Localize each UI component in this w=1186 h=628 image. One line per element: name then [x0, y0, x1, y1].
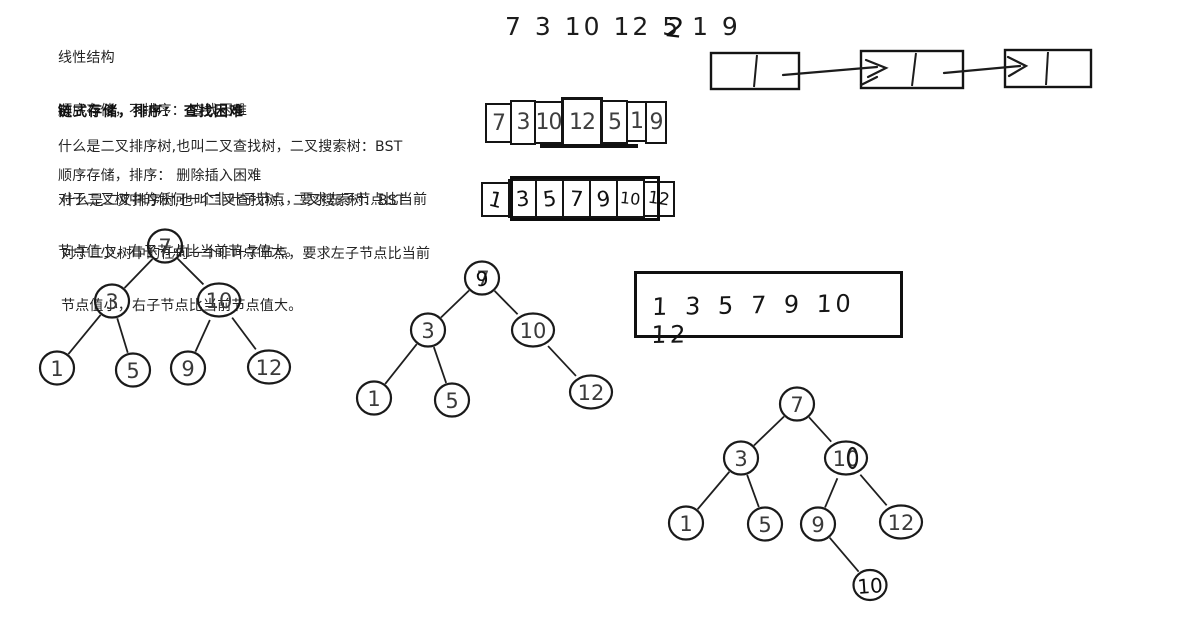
node-label: 9: [475, 267, 489, 292]
bst-after-delete-7-node-1: 1: [355, 380, 393, 416]
array-cell: 1: [481, 182, 510, 217]
bst-after-delete-7-node-12: 12: [568, 374, 614, 410]
node-label: 1: [679, 512, 692, 536]
linked-list-node-1: [709, 51, 801, 91]
array-cell: 12: [561, 97, 603, 147]
note-line: 节点值小，右子节点比当前节点值大。: [61, 298, 303, 314]
node-label: 10: [520, 319, 547, 343]
bst-delete-10-edge-7-3: [753, 415, 785, 447]
node-divider: [753, 54, 758, 88]
bst-delete-10-edge-3-1: [696, 471, 731, 510]
note-linear-structure: 线性结构 顺序存储，不排序： 查找困难 顺序存储，排序： 删除插入困难: [58, 15, 261, 221]
bst-initial-node-1: 1: [38, 350, 76, 386]
bst-delete-10-edge-10-12: [859, 474, 888, 506]
note-line: 顺序存储，排序： 删除插入困难: [58, 168, 262, 184]
number-sequence: 7 3 10 12 5 1 9: [505, 12, 741, 41]
node-label-overwritten: 7: [476, 267, 489, 291]
node-label: 9: [181, 357, 194, 381]
linked-list-node-2: [859, 49, 965, 90]
note-bst-definition-2: 什么是二叉排序树,也叫二叉查找树，二叉搜索树：BST 对于二叉树中的任何一个非叶…: [61, 158, 430, 351]
bst-delete-10-node-10: 10: [823, 440, 869, 476]
bst-delete-10-edge-7-10: [808, 416, 832, 443]
linked-list-node-3: [1003, 48, 1093, 89]
node-label: 5: [758, 513, 771, 537]
linked-list: [709, 48, 1093, 91]
bst-after-delete-7-edge-9r-10: [493, 290, 519, 315]
node-label: 3: [734, 447, 747, 471]
bst-delete-10-node-5: 5: [746, 506, 784, 542]
bst-initial-node-12: 12: [246, 349, 292, 385]
bst-delete-10-node-9: 9: [799, 506, 837, 542]
note-line: 顺序存储，不排序： 查找困难: [58, 102, 248, 119]
node-label: 7: [790, 393, 803, 417]
note-line: 什么是二叉排序树,也叫二叉查找树，二叉搜索树：BST: [58, 139, 403, 155]
bst-delete-10-node-12: 12: [878, 504, 924, 540]
array-cell: 7: [485, 103, 512, 143]
bst-initial-node-5: 5: [114, 352, 152, 388]
array-cell: 9: [645, 101, 667, 144]
bst-after-delete-7-edge-3-5: [432, 346, 448, 384]
sorted-sequence-text: 1 3 5 7 9 10 12: [650, 289, 855, 350]
bst-delete-10-edge-9-10b: [828, 537, 860, 573]
note-line: 对于二叉树中的任何一个非叶子节点，要求左子节点比当前: [58, 191, 428, 208]
sorted-sequence-box: 1 3 5 7 9 10 12: [634, 271, 903, 349]
bst-initial-node-9: 9: [169, 350, 207, 386]
pointer-arrow-2: [942, 55, 1029, 78]
array-cell: 10: [534, 101, 563, 144]
bst-after-delete-7-edge-9r-3: [440, 289, 470, 319]
node-label: 12: [256, 356, 283, 380]
bst-delete-10-edge-3-5: [746, 474, 760, 508]
bst-after-delete-7-node-9r: 79: [463, 260, 501, 296]
node-label: 9: [811, 513, 824, 537]
node-divider: [911, 52, 917, 87]
bst-delete-10-edge-10-9: [824, 477, 839, 508]
node-label: 10: [857, 573, 884, 599]
node-label: 5: [126, 359, 139, 383]
note-line: 什么是二叉排序树,也叫二叉查找树，二叉搜索树：BST: [61, 193, 406, 209]
node-divider: [1045, 51, 1049, 86]
node-label: 10: [833, 447, 860, 471]
pointer-arrow-1: [781, 58, 889, 87]
bst-after-delete-7-node-10: 10: [510, 312, 556, 348]
array-thick-stroke: [540, 144, 638, 148]
node-label: 12: [578, 381, 605, 405]
note-line: 线性结构: [58, 50, 115, 66]
node-label: 5: [445, 389, 458, 413]
note-linked-storage-overlay: 链式存储，排序： 查找困难: [58, 104, 244, 120]
array-cell: 1: [626, 101, 647, 142]
bst-delete-10-node-3: 3: [722, 440, 760, 476]
array-cell: 3: [510, 100, 536, 145]
node-label: 12: [888, 511, 915, 535]
node-label: 1: [50, 357, 63, 381]
bst-after-delete-7-edge-10-12: [547, 345, 577, 377]
bst-delete-10-node-7: 7: [778, 386, 816, 422]
bst-delete-10-node-10b: 10: [852, 568, 888, 602]
array-thick-outline: [510, 176, 660, 221]
bst-delete-10: 7 3 10 1 5 9 12 10: [667, 386, 924, 602]
scribble-strikeout: [846, 446, 859, 470]
note-line: 对于二叉树中的任何一个非叶子节点，要求左子节点比当前: [61, 245, 431, 262]
bst-delete-10-node-1: 1: [667, 505, 705, 541]
unsorted-array: 7 3 10 12 5 1 9: [485, 97, 667, 147]
bst-after-delete-7-node-5: 5: [433, 382, 471, 418]
array-cell: 5: [601, 100, 628, 144]
node-label: 1: [367, 387, 380, 411]
